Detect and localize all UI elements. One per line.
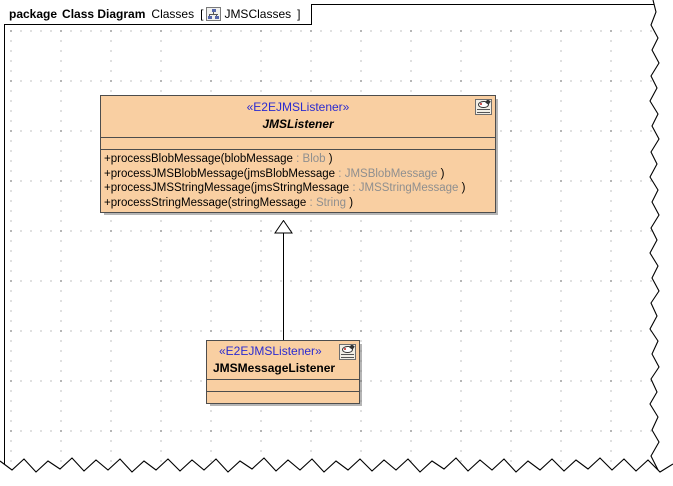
param-name: jmsBlobMessage	[247, 167, 336, 180]
operation-row[interactable]: +processStringMessage(stringMessage : St…	[104, 196, 493, 211]
frame-bracket-open: [	[200, 7, 204, 21]
param-type: JMSBlobMessage	[344, 167, 438, 180]
class-header: «E2EJMSListener» JMSMessageListener	[207, 341, 359, 380]
class-diagram-icon	[206, 7, 222, 21]
operation-row[interactable]: +processJMSBlobMessage(jmsBlobMessage : …	[104, 167, 493, 182]
diagram-canvas[interactable]	[5, 24, 653, 475]
class-name: JMSMessageListener	[213, 361, 336, 375]
param-colon: :	[309, 196, 313, 209]
operation-name: processStringMessage	[110, 196, 228, 209]
frame-bracket-close: ]	[297, 7, 301, 21]
operation-row[interactable]: +processJMSStringMessage(jmsStringMessag…	[104, 181, 493, 196]
class-stereotype: «E2EJMSListener»	[219, 344, 322, 358]
paren-open: (	[243, 167, 248, 180]
param-type: String	[315, 196, 346, 209]
class-name: JMSListener	[262, 117, 334, 131]
operation-name: processJMSStringMessage	[110, 182, 251, 194]
param-colon: :	[296, 153, 300, 165]
frame-header-shape	[4, 4, 312, 25]
paren-close: )	[440, 167, 445, 180]
operations-compartment[interactable]	[207, 392, 359, 403]
param-type: Blob	[302, 153, 326, 165]
frame-diagram-ref: JMSClasses	[224, 7, 292, 21]
operation-name: processJMSBlobMessage	[110, 167, 244, 180]
diagram-frame-header: package Class Diagram Classes [ JMSClass…	[4, 4, 312, 25]
paren-open: (	[250, 182, 255, 194]
frame-kind: Class Diagram	[62, 7, 146, 21]
paren-close: )	[349, 196, 354, 209]
attributes-compartment[interactable]	[207, 380, 359, 392]
paren-close: )	[328, 153, 333, 165]
param-name: stringMessage	[231, 196, 307, 209]
grid-dots	[5, 24, 653, 475]
param-name: jmsStringMessage	[254, 182, 350, 194]
attributes-compartment[interactable]	[101, 138, 495, 150]
class-element-icon	[475, 99, 492, 115]
operation-row[interactable]: +processBlobMessage(blobMessage : Blob )	[104, 152, 493, 167]
paren-close: )	[461, 182, 466, 194]
class-box-jmslistener[interactable]: «E2EJMSListener» JMSListener +processBlo…	[100, 95, 496, 213]
class-box-jmsmessagelistener[interactable]: «E2EJMSListener» JMSMessageListener	[206, 340, 360, 404]
class-stereotype: «E2EJMSListener»	[246, 100, 350, 114]
param-name: blobMessage	[224, 153, 293, 165]
operation-visibility: +	[104, 167, 111, 180]
operation-visibility: +	[104, 196, 111, 209]
param-colon: :	[352, 182, 356, 194]
paren-open: (	[227, 196, 232, 209]
operation-name: processBlobMessage	[110, 153, 221, 165]
paren-open: (	[220, 153, 225, 165]
class-header: «E2EJMSListener» JMSListener	[101, 96, 495, 138]
generalization-line[interactable]	[283, 233, 284, 340]
frame-keyword: package	[9, 7, 58, 21]
operations-compartment[interactable]: +processBlobMessage(blobMessage : Blob )…	[101, 150, 495, 212]
generalization-arrowhead	[274, 220, 293, 234]
param-type: JMSStringMessage	[358, 182, 459, 194]
operation-visibility: +	[104, 182, 111, 194]
param-colon: :	[338, 167, 342, 180]
class-element-icon	[339, 344, 356, 360]
operation-visibility: +	[104, 153, 111, 165]
frame-name: Classes	[151, 7, 195, 21]
torn-edge-right	[649, 0, 673, 486]
torn-edge-bottom	[0, 457, 673, 486]
